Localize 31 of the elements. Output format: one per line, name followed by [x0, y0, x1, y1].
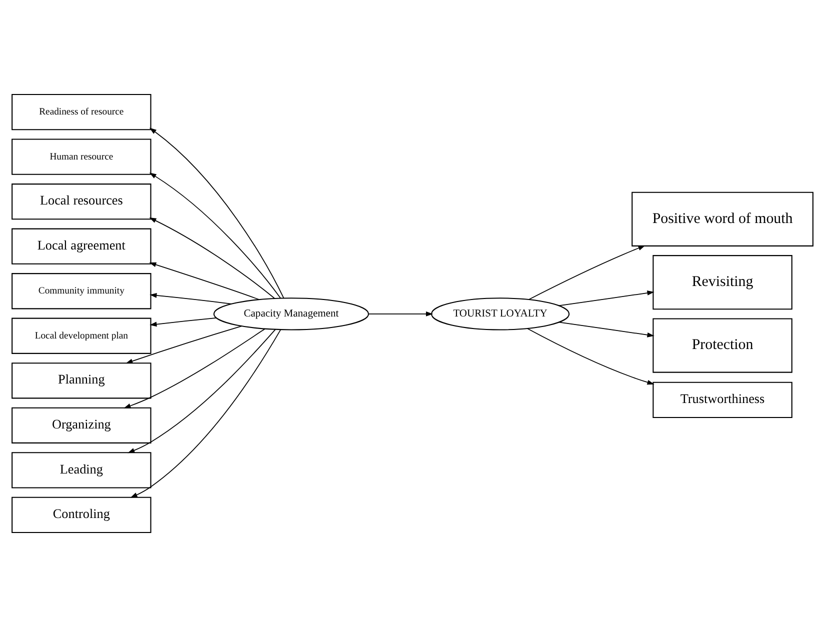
arrow	[149, 172, 282, 299]
arrow	[150, 318, 217, 327]
node-box: Organizing	[12, 407, 152, 444]
arrow	[149, 128, 284, 298]
arrow	[150, 293, 232, 304]
node-box: Local resources	[12, 184, 152, 220]
node-box: Human resource	[12, 138, 152, 175]
arrow	[528, 245, 646, 300]
arrow	[526, 328, 654, 385]
node-box: Local development plan	[12, 318, 152, 354]
arrow	[558, 290, 654, 306]
arrow	[558, 322, 654, 338]
node-box: Readiness of resource	[12, 94, 152, 130]
arrow	[126, 326, 242, 364]
node-box: Leading	[12, 452, 152, 488]
node-box: Protection	[652, 318, 792, 373]
arrow	[130, 329, 281, 498]
node-box: Community immunity	[12, 273, 152, 310]
node-ellipse: Capacity Management	[213, 298, 370, 330]
node-box: Planning	[12, 362, 152, 399]
node-box: Trustworthiness	[652, 382, 792, 418]
arrow	[149, 262, 260, 300]
node-box: Controling	[12, 496, 152, 534]
node-ellipse: TOURIST LOYALTY	[431, 298, 570, 330]
node-box: Local agreement	[12, 228, 152, 264]
arrow	[124, 328, 266, 408]
arrow	[128, 329, 276, 454]
arrow	[368, 311, 433, 316]
node-box: Positive word of mouth	[632, 192, 814, 246]
node-box: Revisiting	[652, 255, 792, 310]
arrow	[149, 218, 275, 299]
